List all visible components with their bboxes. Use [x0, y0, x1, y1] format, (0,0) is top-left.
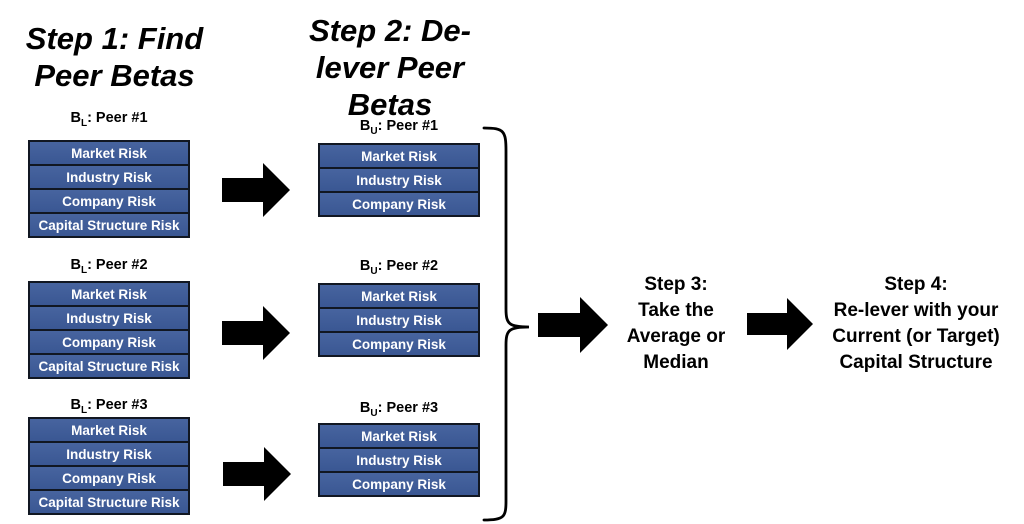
step2-peer1-label: BU: Peer #1 [318, 116, 480, 142]
risk-row: Industry Risk [28, 164, 190, 190]
risk-row: Capital Structure Risk [28, 353, 190, 379]
step1-peer3-label: BL: Peer #3 [28, 395, 190, 421]
risk-row: Company Risk [318, 191, 480, 217]
risk-row: Market Risk [318, 283, 480, 309]
step-text-line: Step 3: [644, 274, 708, 295]
step2-title-line: Betas [347, 87, 433, 122]
risk-row: Market Risk [318, 423, 480, 449]
step-text-line: Median [643, 352, 709, 373]
risk-row: Industry Risk [318, 307, 480, 333]
beta-symbol: B [359, 258, 371, 274]
beta-subscript: U [370, 265, 378, 277]
beta-symbol: B [359, 118, 371, 134]
step4-text: Step 4: Re-lever with your Current (or T… [811, 272, 1021, 376]
peer-name: : Peer #1 [87, 110, 148, 126]
beta-symbol: B [70, 257, 81, 273]
peer-name: : Peer #1 [377, 118, 439, 134]
step1-peer2-label: BL: Peer #2 [28, 255, 190, 281]
beta-symbol: B [70, 397, 81, 413]
step1-title-line: Step 1: Find [25, 21, 204, 56]
step1-peer1-label: BL: Peer #1 [28, 108, 190, 134]
beta-subscript: U [370, 407, 378, 419]
curly-brace-icon [482, 126, 530, 522]
risk-row: Market Risk [28, 281, 190, 307]
step2-peer3-stack: Market Risk Industry Risk Company Risk [318, 423, 480, 497]
step2-peer2-label: BU: Peer #2 [318, 256, 480, 282]
peer-name: : Peer #3 [87, 397, 148, 413]
risk-row: Market Risk [318, 143, 480, 169]
beta-symbol: B [70, 110, 81, 126]
step1-peer3-stack: Market Risk Industry Risk Company Risk C… [28, 417, 190, 515]
beta-subscript: L [80, 117, 88, 129]
risk-row: Company Risk [318, 471, 480, 497]
risk-row: Capital Structure Risk [28, 212, 190, 238]
risk-row: Market Risk [28, 417, 190, 443]
step2-peer3-label: BU: Peer #3 [318, 398, 480, 424]
arrow-right-icon [222, 163, 290, 217]
risk-row: Industry Risk [318, 167, 480, 193]
risk-row: Market Risk [28, 140, 190, 166]
step-text-line: Take the [638, 300, 714, 321]
beta-subscript: L [80, 264, 88, 276]
peer-name: : Peer #2 [87, 257, 148, 273]
step-text-line: Current (or Target) [832, 326, 1000, 347]
risk-row: Capital Structure Risk [28, 489, 190, 515]
step1-title: Step 1: Find Peer Betas [2, 20, 227, 94]
step3-text: Step 3: Take the Average or Median [601, 272, 751, 376]
risk-row: Company Risk [28, 329, 190, 355]
peer-name: : Peer #2 [377, 258, 439, 274]
beta-symbol: B [359, 400, 371, 416]
risk-row: Company Risk [28, 465, 190, 491]
beta-subscript: L [80, 404, 88, 416]
step2-peer2-stack: Market Risk Industry Risk Company Risk [318, 283, 480, 357]
step1-peer2-stack: Market Risk Industry Risk Company Risk C… [28, 281, 190, 379]
step2-title: Step 2: De- lever Peer Betas [288, 12, 492, 123]
risk-row: Industry Risk [28, 441, 190, 467]
beta-subscript: U [370, 125, 378, 137]
arrow-right-icon-large [747, 298, 813, 350]
arrow-right-icon-large [538, 297, 608, 353]
step-text-line: Step 4: [884, 274, 948, 295]
risk-row: Company Risk [318, 331, 480, 357]
risk-row: Industry Risk [318, 447, 480, 473]
step2-title-line: lever Peer [315, 50, 465, 85]
step-text-line: Capital Structure [839, 352, 993, 373]
step1-peer1-stack: Market Risk Industry Risk Company Risk C… [28, 140, 190, 238]
arrow-right-icon [222, 306, 290, 360]
step-text-line: Average or [626, 326, 726, 347]
peer-name: : Peer #3 [377, 400, 439, 416]
arrow-right-icon [223, 447, 291, 501]
step2-peer1-stack: Market Risk Industry Risk Company Risk [318, 143, 480, 217]
step2-title-line: Step 2: De- [309, 13, 471, 48]
step-text-line: Re-lever with your [833, 300, 999, 321]
risk-row: Company Risk [28, 188, 190, 214]
step1-title-line: Peer Betas [34, 58, 195, 93]
risk-row: Industry Risk [28, 305, 190, 331]
